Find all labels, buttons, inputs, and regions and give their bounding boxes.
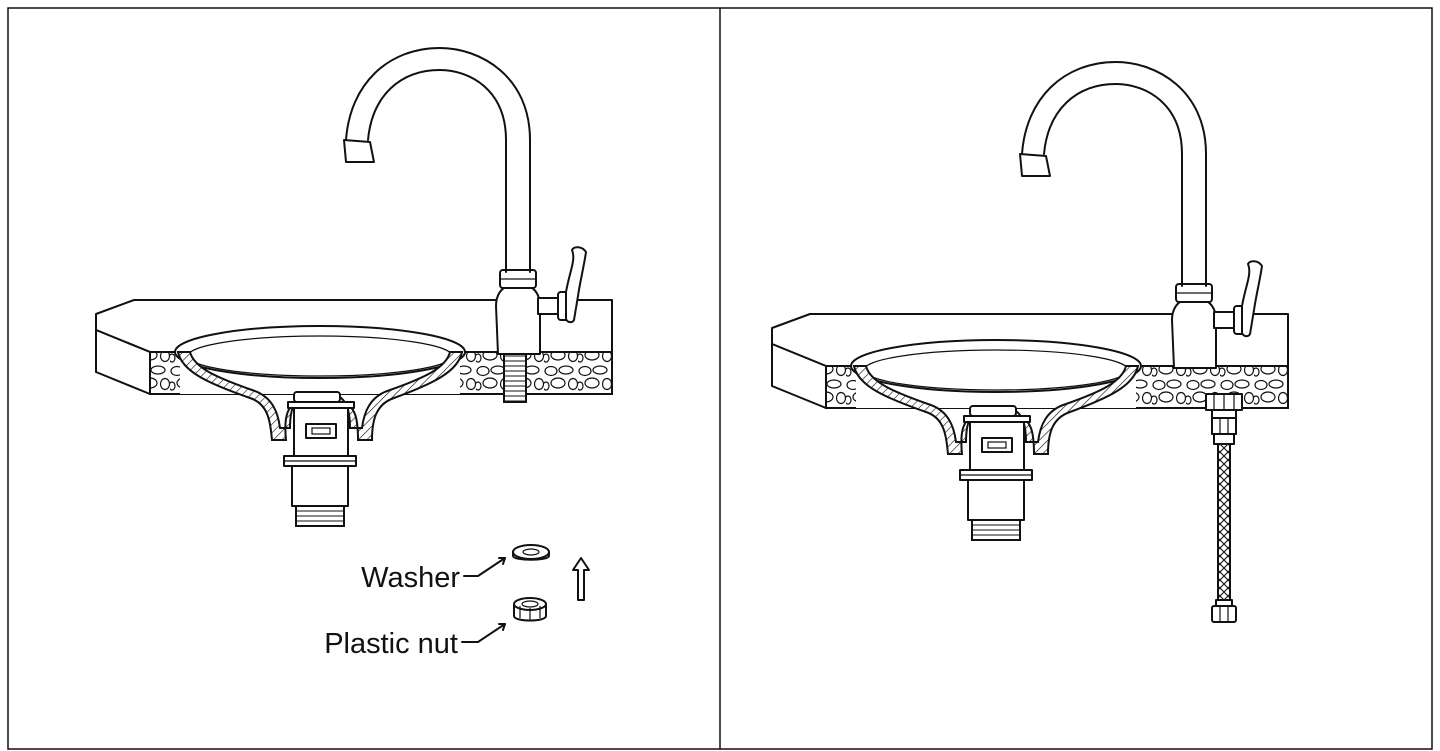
washer-label: Washer bbox=[361, 562, 460, 594]
right-panel-step bbox=[771, 61, 1289, 623]
left-panel-step: Washer Plastic nut bbox=[95, 47, 613, 660]
washer-part bbox=[512, 544, 550, 561]
faucet-threaded-shank bbox=[503, 353, 527, 403]
sink-faucet-illustration-left bbox=[95, 47, 613, 527]
plastic-nut-label: Plastic nut bbox=[324, 628, 458, 660]
braided-flexible-hose bbox=[1217, 443, 1231, 603]
table-frame bbox=[7, 7, 1433, 750]
mounted-plastic-nut bbox=[1205, 393, 1243, 419]
label-leader-lines bbox=[461, 557, 506, 643]
hose-bottom-fitting bbox=[1211, 599, 1237, 623]
sink-faucet-illustration-right bbox=[771, 61, 1289, 541]
hose-top-connector bbox=[1211, 417, 1237, 445]
plastic-nut-part bbox=[513, 597, 547, 622]
up-arrow-icon bbox=[572, 557, 590, 601]
